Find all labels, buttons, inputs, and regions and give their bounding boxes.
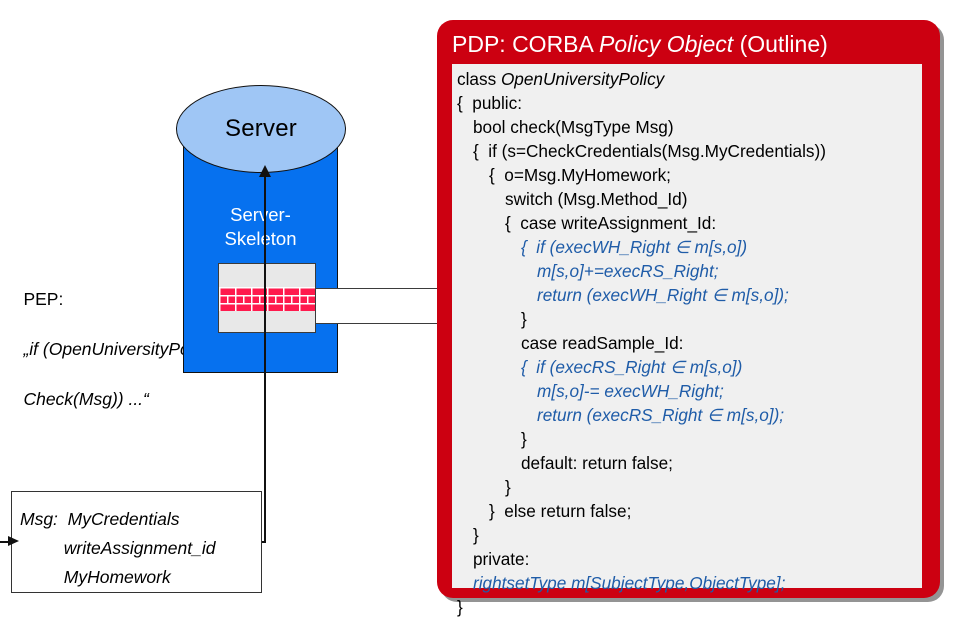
code-policy-expression: { if (execWH_Right ∈ m[s,o]) — [521, 237, 748, 257]
pdp-panel-title: PDP: CORBA Policy Object (Outline) — [452, 31, 828, 58]
code-line: { if (s=CheckCredentials(Msg.MyCredentia… — [457, 139, 927, 163]
code-policy-expression: m[s,o]+=execRS_Right; — [537, 261, 719, 281]
code-line: m[s,o]-= execWH_Right; — [457, 379, 927, 403]
code-text: } else return false; — [489, 501, 632, 521]
code-line: } — [457, 523, 927, 547]
brick-wall-icon — [219, 287, 315, 311]
code-line: case readSample_Id: — [457, 331, 927, 355]
pep-annotation: PEP: „if (OpenUniversityPolicy. Check(Ms… — [4, 262, 219, 437]
pep-code-line-1: „if (OpenUniversityPolicy. — [23, 339, 219, 359]
code-line: bool check(MsgType Msg) — [457, 115, 927, 139]
code-text: { public: — [457, 93, 522, 113]
policy-invocation-tube-fill — [316, 289, 441, 323]
code-line: private: — [457, 547, 927, 571]
code-line: m[s,o]+=execRS_Right; — [457, 259, 927, 283]
code-line: { case writeAssignment_Id: — [457, 211, 927, 235]
code-text: { o=Msg.MyHomework; — [489, 165, 671, 185]
code-text: { if (s=CheckCredentials(Msg.MyCredentia… — [473, 141, 826, 161]
code-text: { case writeAssignment_Id: — [505, 213, 717, 233]
pdp-code-area — [452, 64, 922, 588]
code-keyword: class — [457, 69, 501, 89]
code-text: } — [521, 309, 527, 329]
code-line: return (execRS_Right ∈ m[s,o]); — [457, 403, 927, 427]
code-policy-expression: rightsetType m[SubjectType,ObjectType]; — [473, 573, 786, 593]
msg-inbound-line — [0, 541, 13, 543]
pdp-title-emphasis: Policy Object — [598, 31, 734, 57]
diagram-canvas: PEP: „if (OpenUniversityPolicy. Check(Ms… — [0, 20, 944, 617]
code-line: } else return false; — [457, 499, 927, 523]
server-cylinder-top: Server — [176, 85, 346, 173]
code-line: } — [457, 307, 927, 331]
code-text: case readSample_Id: — [521, 333, 684, 353]
code-line: class OpenUniversityPolicy — [457, 67, 927, 91]
request-flow-arrowhead-icon — [259, 165, 271, 177]
code-line: } — [457, 595, 927, 619]
code-line: switch (Msg.Method_Id) — [457, 187, 927, 211]
pdp-title-suffix: (Outline) — [733, 31, 828, 57]
msg-box-text: Msg: MyCredentials writeAssignment_id My… — [20, 509, 216, 587]
code-text: default: return false; — [521, 453, 673, 473]
request-flow-line — [264, 170, 266, 543]
code-text: } — [505, 477, 511, 497]
code-line: return (execWH_Right ∈ m[s,o]); — [457, 283, 927, 307]
pep-label-title: PEP: — [23, 289, 64, 309]
pep-code-line-2: Check(Msg)) ...“ — [23, 389, 149, 409]
pdp-code-listing: class OpenUniversityPolicy{ public:bool … — [457, 67, 927, 619]
code-line: rightsetType m[SubjectType,ObjectType]; — [457, 571, 927, 595]
code-line: { public: — [457, 91, 927, 115]
code-text: } — [473, 525, 479, 545]
code-text: switch (Msg.Method_Id) — [505, 189, 688, 209]
code-line: } — [457, 475, 927, 499]
code-line: } — [457, 427, 927, 451]
code-text: } — [521, 429, 527, 449]
code-text: bool check(MsgType Msg) — [473, 117, 674, 137]
code-policy-expression: { if (execRS_Right ∈ m[s,o]) — [521, 357, 743, 377]
msg-box — [11, 491, 262, 593]
code-identifier: OpenUniversityPolicy — [500, 69, 665, 89]
code-policy-expression: m[s,o]-= execWH_Right; — [537, 381, 724, 401]
code-line: { o=Msg.MyHomework; — [457, 163, 927, 187]
pdp-title-prefix: PDP: CORBA — [452, 31, 599, 57]
code-line: { if (execRS_Right ∈ m[s,o]) — [457, 355, 927, 379]
code-text: } — [457, 597, 463, 617]
msg-inbound-arrowhead-icon — [8, 536, 19, 546]
code-line: default: return false; — [457, 451, 927, 475]
server-label: Server — [225, 115, 297, 142]
code-policy-expression: return (execRS_Right ∈ m[s,o]); — [537, 405, 785, 425]
code-policy-expression: return (execWH_Right ∈ m[s,o]); — [537, 285, 789, 305]
code-line: { if (execWH_Right ∈ m[s,o]) — [457, 235, 927, 259]
server-skeleton-label: Server- Skeleton — [224, 204, 297, 249]
code-text: private: — [473, 549, 530, 569]
